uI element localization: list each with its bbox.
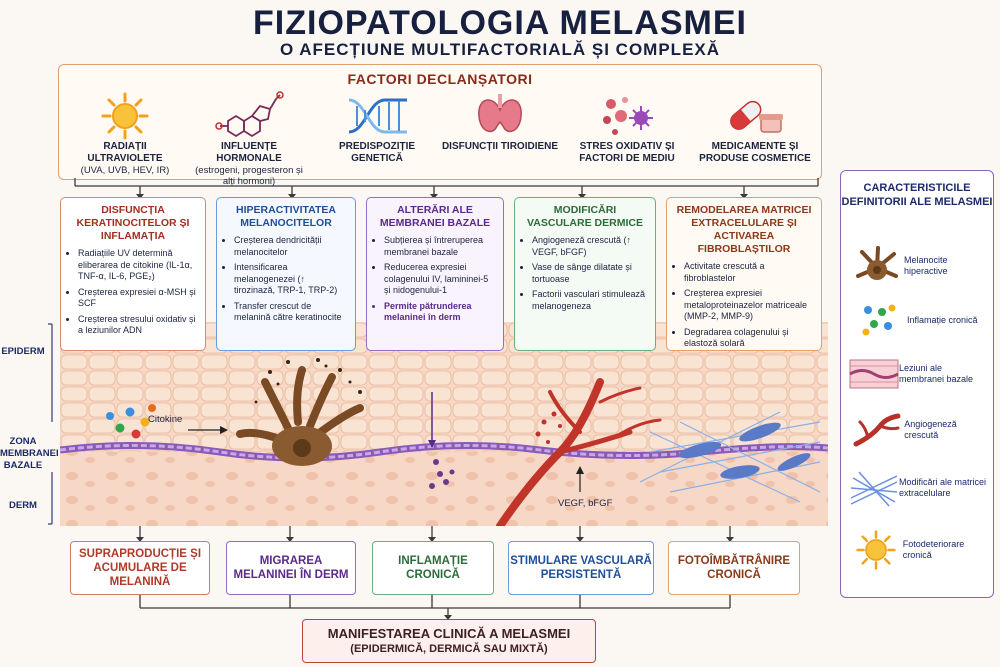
cytokine-dots (106, 404, 156, 439)
factor-label: PREDISPOZIȚIE GENETICĂ (338, 141, 416, 164)
factors-panel: FACTORI DECLANȘATORI RADIAȚII ULTRAVIOLE… (58, 64, 822, 187)
basement-membrane-icon (849, 359, 899, 389)
outcome-photoaging: FOTOÎMBĂTRÂNIRE CRONICĂ (668, 541, 800, 595)
mechanism-title: MODIFICĂRI VASCULARE DERMICE (527, 204, 643, 229)
mechanism-bullet: Subțierea și întreruperea membranei baza… (384, 235, 496, 258)
sun-icon (65, 91, 185, 141)
mechanism-bullet: Activitate crescută a fibroblastelor (684, 261, 814, 284)
legend-title: CARACTERISTICILE DEFINITORII ALE MELASME… (841, 182, 993, 208)
outcome-melanin-accumulation: SUPRAPRODUCȚIE ȘI ACUMULARE DE MELANINĂ (70, 541, 210, 595)
epiderm-label: EPIDERM (1, 346, 45, 357)
mechanism-bullet: Angiogeneză crescută (↑ VEGF, bFGF) (532, 235, 648, 258)
fibers-icon (849, 468, 899, 508)
mechanism-basement-membrane: ALTERĂRI ALE MEMBRANEI BAZALE Subțierea … (366, 197, 504, 351)
factor-medication: MEDICAMENTE ȘI PRODUSE COSMETICE (695, 91, 815, 165)
mechanism-melanocyte: HIPERACTIVITATEA MELANOCITELOR Creșterea… (216, 197, 356, 351)
mechanism-vascular: MODIFICĂRI VASCULARE DERMICE Angiogeneză… (514, 197, 656, 351)
fibroblasts (639, 411, 821, 503)
melanocyte-icon (849, 246, 904, 286)
hormone-molecule-icon (189, 91, 309, 141)
mechanism-matrix: REMODELAREA MATRICEI EXTRACELULARE ȘI AC… (666, 197, 822, 351)
mechanism-bullet: Permite pătrunderea melaninei în derm (384, 301, 496, 324)
mechanism-bullet: Creșterea expresiei metaloproteinazelor … (684, 288, 814, 323)
legend-item: Melanocite hiperactive (849, 241, 989, 291)
final-subtitle: (EPIDERMICĂ, DERMICĂ SAU MIXTĂ) (350, 643, 548, 655)
final-title: MANIFESTAREA CLINICĂ A MELASMEI (327, 626, 571, 641)
mechanism-bullet: Factorii vasculari stimulează melanogene… (532, 289, 648, 312)
vegf-label: VEGF, bFGF (558, 498, 613, 509)
derm-label: DERM (9, 500, 37, 511)
factor-genetic: PREDISPOZIȚIE GENETICĂ (317, 91, 437, 165)
mechanism-bullet: Degradarea colagenului și elastoză solar… (684, 327, 814, 350)
legend-item: Inflamație cronică (849, 295, 989, 345)
mechanism-bullet: Creșterea expresiei α-MSH și SCF (78, 287, 198, 310)
melanocyte (236, 358, 364, 466)
mechanism-bullet: Intensificarea melanogenezei (↑ tirozina… (234, 262, 348, 297)
mechanism-bullet: Vase de sânge dilatate și tortuoase (532, 262, 648, 285)
legend-item: Angiogeneză crescută (849, 405, 989, 455)
legend-label: Angiogeneză crescută (904, 419, 957, 440)
factor-label: DISFUNCȚII TIROIDIENE (441, 141, 559, 152)
mechanism-bullet: Reducerea expresiei colagenului IV, lami… (384, 262, 496, 297)
mechanism-keratinocyte: DISFUNCȚIA KERATINOCITELOR ȘI INFLAMAȚIA… (60, 197, 206, 351)
mechanism-bullet: Radiațiile UV determină eliberarea de ci… (78, 248, 198, 283)
factor-thyroid: DISFUNCȚII TIROIDIENE (440, 91, 560, 153)
factor-uv: RADIAȚII ULTRAVIOLETE (UVA, UVB, HEV, IR… (65, 91, 185, 176)
dna-icon (317, 91, 437, 141)
skin-cross-section: Citokine VEGF, bFGF (60, 322, 828, 526)
legend-item: Fotodeteriorare cronică (849, 525, 989, 575)
outcome-melanin-migration: MIGRAREA MELANINEI ÎN DERM (226, 541, 356, 595)
cytokine-label: Citokine (148, 414, 183, 425)
factor-label: MEDICAMENTE ȘI PRODUSE COSMETICE (699, 141, 811, 164)
oxidative-particles-icon (567, 91, 687, 141)
layer-bracket (48, 323, 53, 525)
factor-label: STRES OXIDATIV ȘI FACTORI DE MEDIU (579, 141, 675, 164)
pill-cosmetic-icon (695, 91, 815, 141)
legend-label: Leziuni ale membranei bazale (899, 363, 974, 384)
mechanism-title: DISFUNCȚIA KERATINOCITELOR ȘI INFLAMAȚIA (76, 204, 190, 242)
legend-label: Fotodeteriorare cronică (902, 539, 965, 560)
factor-sub: (estrogeni, progesteron și alți hormoni) (195, 165, 303, 187)
factor-hormonal: INFLUENȚE HORMONALE (estrogeni, progeste… (189, 91, 309, 187)
page-title: FIZIOPATOLOGIA MELASMEI (253, 4, 747, 42)
mechanism-title: REMODELAREA MATRICEI EXTRACELULARE ȘI AC… (676, 204, 812, 255)
legend-label: Melanocite hiperactive (904, 255, 948, 276)
inflammation-dots-icon (849, 302, 907, 338)
outcome-chronic-inflammation: INFLAMAȚIE CRONICĂ (372, 541, 494, 595)
mechanism-title: ALTERĂRI ALE MEMBRANEI BAZALE (379, 204, 491, 229)
legend-item: Modificări ale matricei extracelulare (849, 463, 989, 513)
factors-title: FACTORI DECLANȘATORI (347, 71, 533, 87)
factor-oxidative: STRES OXIDATIV ȘI FACTORI DE MEDIU (567, 91, 687, 165)
blood-vessel-icon (849, 412, 904, 448)
basement-zone-label: ZONA MEMBRANEI BAZALE (0, 436, 59, 471)
blood-vessel (496, 378, 662, 526)
factor-label: INFLUENȚE HORMONALE (216, 141, 282, 164)
legend-label: Inflamație cronică (907, 314, 978, 325)
legend-label: Modificări ale matricei extracelulare (899, 477, 987, 498)
legend-panel: CARACTERISTICILE DEFINITORII ALE MELASME… (840, 170, 994, 598)
factor-sub: (UVA, UVB, HEV, IR) (80, 165, 170, 176)
outcome-vascular-stimulation: STIMULARE VASCULARĂ PERSISTENTĂ (508, 541, 654, 595)
mechanism-bullet: Transfer crescut de melanină către kerat… (234, 301, 348, 324)
mechanism-bullet: Creșterea stresului oxidativ și a leziun… (78, 314, 198, 337)
clinical-manifestation-box: MANIFESTAREA CLINICĂ A MELASMEI (EPIDERM… (302, 619, 596, 663)
thyroid-icon (440, 91, 560, 141)
sun-icon (849, 530, 903, 570)
page-subtitle: O AFECȚIUNE MULTIFACTORIALĂ ȘI COMPLEXĂ (279, 40, 721, 59)
factor-label: RADIAȚII ULTRAVIOLETE (87, 141, 163, 164)
legend-item: Leziuni ale membranei bazale (849, 349, 989, 399)
mechanism-title: HIPERACTIVITATEA MELANOCITELOR (236, 204, 336, 229)
mechanism-bullet: Creșterea dendricității melanocitelor (234, 235, 348, 258)
